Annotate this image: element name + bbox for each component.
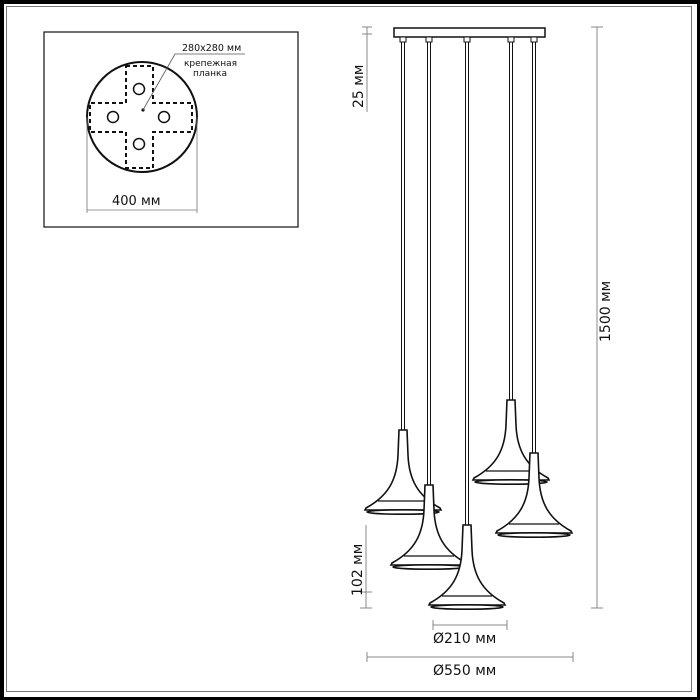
suspension-cords <box>401 42 536 525</box>
lamp-shade <box>363 429 443 516</box>
cord-clamps <box>399 36 538 43</box>
mount-hole-left <box>106 110 120 124</box>
pendant-elevation <box>363 27 574 611</box>
leader-line <box>142 53 245 111</box>
mounting-plate-label-1: крепежная <box>184 59 237 69</box>
canopy-plan-inset: 280x280 мм крепежная планка 400 мм <box>43 31 299 228</box>
ceiling-canopy <box>393 27 546 38</box>
lamp-shade <box>471 399 551 486</box>
shade-height-label: 102 мм <box>350 544 366 596</box>
canopy-diameter-label: 400 мм <box>112 194 161 209</box>
mounting-plate-size: 280x280 мм <box>182 43 241 54</box>
drawing-frame-inner <box>6 6 692 692</box>
lamp-shade <box>494 452 574 539</box>
dimension-lines <box>360 26 603 662</box>
overall-diameter-label: Ø550 мм <box>433 663 496 679</box>
mount-hole-right <box>157 110 171 124</box>
mounting-plate-label-2: планка <box>193 69 227 79</box>
mount-hole-top <box>132 82 146 96</box>
shade-diameter-label: Ø210 мм <box>433 631 496 647</box>
mount-hole-bottom <box>132 137 146 151</box>
canopy-height-label: 25 мм <box>351 65 367 108</box>
mounting-plate-cross <box>89 65 193 169</box>
lamp-shade <box>427 524 507 611</box>
canopy-circle <box>86 61 198 173</box>
total-height-label: 1500 мм <box>598 281 614 342</box>
inset-box <box>43 31 299 228</box>
